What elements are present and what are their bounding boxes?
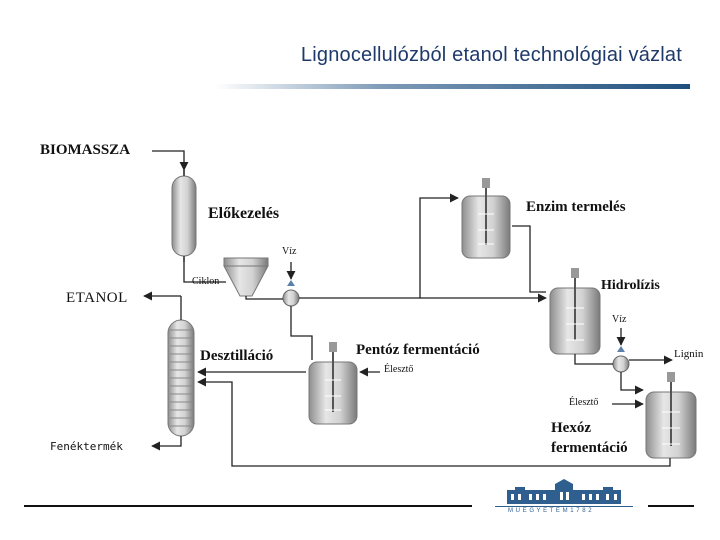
footer-rule-left	[24, 505, 472, 507]
hydrolysis-label: Hidrolízis	[601, 278, 660, 293]
ethanol-label: ETANOL	[66, 290, 128, 306]
cyclone-label: Ciklon	[192, 276, 220, 287]
yeast-label-1: Élesztő	[384, 364, 414, 375]
pentose-fermenter	[308, 342, 358, 425]
distillation-label: Desztilláció	[200, 348, 274, 364]
university-logo	[485, 478, 643, 518]
footer-rule-right	[648, 505, 694, 507]
pump-1	[282, 280, 300, 307]
flow-lines	[143, 150, 673, 467]
water-label-2: Víz	[612, 314, 627, 325]
pump-2	[612, 346, 630, 373]
title-underline	[215, 84, 690, 89]
pretreatment-column	[171, 170, 197, 262]
hydrolysis-reactor	[549, 268, 601, 355]
biomass-label: BIOMASSZA	[40, 142, 131, 158]
pentose-fermentation-label: Pentóz fermentáció	[356, 342, 480, 358]
distillation-column	[167, 319, 195, 437]
hexose-fermenter	[645, 372, 697, 459]
water-label-1: Víz	[282, 246, 297, 257]
lignin-label: Lignin	[674, 348, 704, 360]
bottoms-label: Fenéktermék	[50, 440, 123, 453]
logo-caption: M Ű E G Y E T E M 1 7 8 2	[508, 508, 593, 514]
page-title: Lignocellulózból etanol technológiai váz…	[300, 44, 682, 66]
enzyme-reactor	[461, 178, 511, 259]
hexose-label-line1: Hexóz	[551, 420, 591, 436]
yeast-label-2: Élesztő	[569, 397, 599, 408]
enzyme-production-label: Enzim termelés	[526, 199, 626, 215]
cyclone-vessel	[223, 257, 269, 297]
pretreatment-label: Előkezelés	[208, 205, 280, 222]
hexose-label-line2: fermentáció	[551, 440, 628, 456]
